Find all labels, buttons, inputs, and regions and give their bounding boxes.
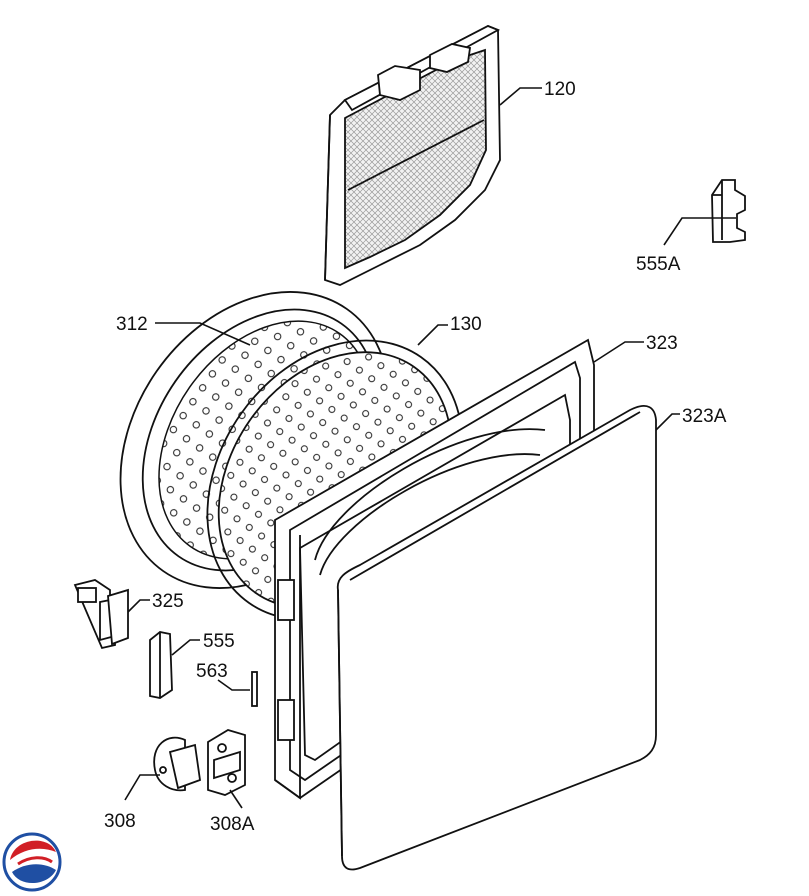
label-323A: 323A [682,406,727,427]
part-120-filter [324,25,501,286]
label-308A: 308A [210,814,255,835]
label-130: 130 [450,314,482,335]
label-325: 325 [152,591,184,612]
part-308-hinge [153,736,201,792]
label-308: 308 [104,811,136,832]
label-555: 555 [203,631,235,652]
part-labels: 120 555A 312 130 323 323A 325 555 563 30… [104,79,727,835]
part-325-bracket [73,579,129,650]
label-120: 120 [544,79,576,100]
part-323A-door-panel [336,405,657,871]
part-308A-hinge-plate [207,729,246,796]
part-555A-clip [711,179,746,243]
brand-logo-icon [2,832,62,892]
part-563-pin [251,671,258,707]
label-555A: 555A [636,254,681,275]
part-555-catch [149,631,173,699]
leader-lines [124,87,736,809]
label-312: 312 [116,314,148,335]
label-563: 563 [196,661,228,682]
label-323: 323 [646,333,678,354]
